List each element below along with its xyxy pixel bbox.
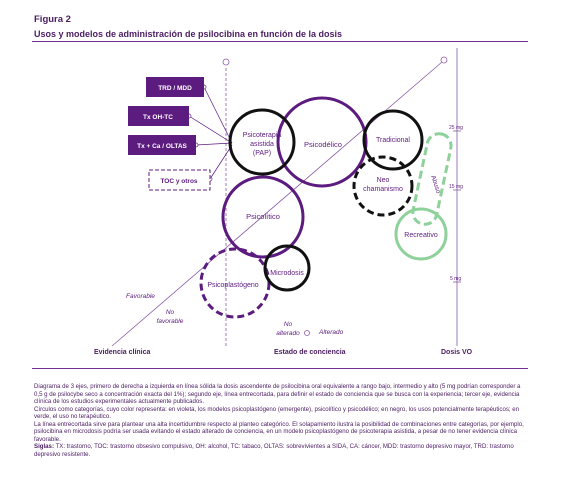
circle-psicoterapia xyxy=(228,108,296,176)
label-no-favorable-1: No xyxy=(166,309,175,316)
circle-neochamanismo xyxy=(352,155,414,217)
label-psicoterapia-2: asistida xyxy=(250,141,274,148)
label-recreativo: Recreativo xyxy=(404,232,438,239)
axis-title-evidencia: Evidencia clínica xyxy=(94,349,151,356)
axis-title-conciencia: Estado de conciencia xyxy=(274,349,346,356)
consciousness-axis-marker xyxy=(304,330,310,336)
ellipse-abuso xyxy=(411,132,453,226)
indication-toc-box xyxy=(148,169,211,191)
caption: Diagrama de 3 ejes, primero de derecha a… xyxy=(34,383,526,458)
circle-microdosis xyxy=(263,244,311,292)
figure-title: Usos y modelos de administración de psil… xyxy=(34,29,343,39)
label-no-alterado-1: No xyxy=(284,321,293,328)
label-neochamanismo-2: chamanismo xyxy=(363,186,403,193)
dose-label-5: 5 mg xyxy=(450,276,461,282)
label-no-favorable-2: favorable xyxy=(157,318,184,325)
caption-paragraph-2: Círculos como categorías, cuyo color rep… xyxy=(34,405,520,421)
title-rule xyxy=(32,41,528,42)
label-tradicional: Tradicional xyxy=(376,137,410,144)
label-no-alterado-2: alterado xyxy=(276,330,300,337)
label-favorable: Favorable xyxy=(126,293,155,300)
indication-toc-label: TOC y otros xyxy=(160,178,197,185)
connector-oh xyxy=(188,115,233,144)
indication-ca-label: Tx + Ca / OLTAS xyxy=(137,143,187,150)
indication-trd-label: TRD / MDD xyxy=(158,85,192,92)
label-alterado: Alterado xyxy=(318,329,344,336)
indication-oh-label: Tx OH-TC xyxy=(143,114,173,121)
connector-ca xyxy=(195,142,233,146)
circle-psicolitico xyxy=(221,175,305,259)
dose-label-15: 15 mg xyxy=(449,184,463,190)
caption-siglas: Siglas: TX: trastorno, TOC: trastorno ob… xyxy=(34,443,526,458)
label-microdosis: Microdosis xyxy=(270,270,304,277)
indication-trd-box xyxy=(146,77,204,97)
figure-label: Figura 2 xyxy=(34,14,71,25)
indication-ca-box xyxy=(128,135,196,155)
evidence-axis-end xyxy=(440,56,448,64)
caption-rule xyxy=(32,368,528,369)
siglas-text: TX: trastorno, TOC: trastorno obsesivo c… xyxy=(34,443,514,458)
label-psicolitico: Psicolítico xyxy=(246,212,280,221)
label-psicoplastogeno: Psicoplastógeno xyxy=(207,282,258,289)
label-neochamanismo-1: Neo xyxy=(377,177,390,184)
label-psicodelico: Psicodélico xyxy=(304,140,342,149)
label-psicoterapia-1: Psicoterapia xyxy=(243,132,282,139)
axis-title-dosis: Dosis VO xyxy=(441,349,473,356)
connector-trd xyxy=(203,86,233,144)
evidence-axis-line xyxy=(111,61,443,347)
label-abuso: Abuso xyxy=(429,175,441,195)
circle-psicodelico xyxy=(276,96,368,188)
circle-recreativo xyxy=(394,207,448,261)
connector-toc xyxy=(209,144,233,180)
caption-paragraph-3: La línea entrecortada sirve para plantea… xyxy=(34,420,524,443)
circle-tradicional xyxy=(362,109,424,171)
siglas-label: Siglas: xyxy=(34,443,54,450)
label-psicoterapia-3: (PAP) xyxy=(253,150,271,157)
dose-label-25: 25 mg xyxy=(449,125,463,131)
caption-paragraph-1: Diagrama de 3 ejes, primero de derecha a… xyxy=(34,383,521,405)
consciousness-axis-top xyxy=(222,58,230,66)
indication-oh-box xyxy=(128,106,189,126)
